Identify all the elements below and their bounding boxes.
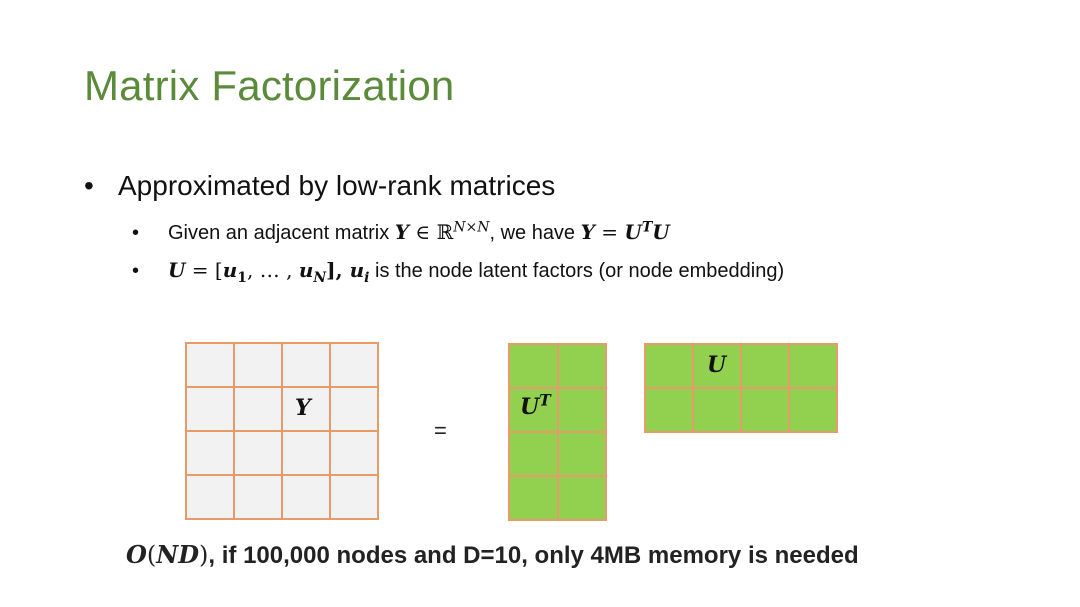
matrix-cell: [283, 388, 331, 432]
bullet-main-text: Approximated by low-rank matrices: [118, 170, 556, 201]
equals-sign: =: [434, 418, 447, 443]
matrix-cell: [742, 345, 790, 389]
sub1-math-y: Y: [394, 220, 410, 244]
matrix-y: [185, 342, 379, 520]
sub-bullet-dot: •: [132, 260, 140, 282]
footer-math-nd: ND: [156, 540, 200, 569]
sub1-math-reals: ℝ: [436, 220, 454, 244]
matrix-cell: [331, 432, 379, 476]
sub2-math-u: U: [168, 258, 186, 282]
matrix-u-label: U: [707, 352, 727, 378]
sub2-math-ui-sub: i: [364, 270, 370, 286]
matrix-cell: [331, 344, 379, 388]
sub1-math-in: ∈: [409, 220, 437, 244]
matrix-cell: [558, 345, 607, 389]
sub1-text1: Given an adjacent matrix: [168, 222, 395, 244]
sub1-math-reals-sup: N×N: [453, 219, 490, 236]
sub-bullet-2: •U = [u1, … , uN], ui is the node latent…: [132, 256, 784, 285]
matrix-cell: [558, 433, 607, 477]
matrix-cell: [283, 476, 331, 520]
sub2-math-ui: u: [349, 258, 365, 282]
matrix-cell: [694, 345, 742, 389]
sub2-math-uN-sub: N: [313, 270, 327, 286]
matrix-ut-label-base: U: [520, 394, 540, 420]
matrix-cell: [187, 432, 235, 476]
sub2-math-mid: , … ,: [247, 258, 299, 282]
matrix-cell: [235, 476, 283, 520]
sub-bullet-dot: •: [132, 222, 140, 244]
bullet-main: • Approximated by low-rank matrices: [84, 170, 555, 202]
footer-math-paren-open: (: [146, 541, 157, 569]
matrix-cell: [790, 389, 838, 433]
matrix-cell: [283, 344, 331, 388]
matrix-cell: [331, 388, 379, 432]
sub-bullet-1: • Given an adjacent matrix Y ∈ ℝN×N, we h…: [132, 218, 670, 247]
bullet-dot: •: [84, 170, 94, 201]
matrix-cell: [331, 476, 379, 520]
matrix-cell: [742, 389, 790, 433]
matrix-cell: [694, 389, 742, 433]
matrix-cell: [510, 477, 559, 521]
matrix-cell: [187, 476, 235, 520]
sub1-eq-u2: U: [652, 220, 670, 244]
matrix-cell: [235, 344, 283, 388]
sub1-text2: , we have: [489, 222, 581, 244]
sub1-eq-lhs: Y: [580, 220, 595, 244]
footer-math-paren-close: ): [199, 541, 209, 569]
sub2-math-uN: u: [298, 258, 314, 282]
sub1-eq-sup: T: [641, 219, 653, 236]
matrix-cell: [510, 433, 559, 477]
matrix-ut: [508, 343, 607, 521]
sub2-math-u1: u: [222, 258, 238, 282]
sub2-math-u1-sub: 1: [237, 270, 248, 286]
matrix-cell: [235, 432, 283, 476]
footer-text: , if 100,000 nodes and D=10, only 4MB me…: [208, 542, 859, 569]
sub2-math-close: ],: [326, 258, 350, 282]
slide-title: Matrix Factorization: [84, 62, 455, 109]
matrix-cell: [558, 389, 607, 433]
matrix-ut-label-sup: T: [539, 391, 551, 410]
matrix-cell: [558, 477, 607, 521]
sub2-text: is the node latent factors (or node embe…: [369, 260, 785, 282]
sub1-eq-sign: =: [594, 220, 625, 244]
matrix-cell: [790, 345, 838, 389]
sub1-eq-u: U: [624, 220, 642, 244]
matrix-cell: [187, 388, 235, 432]
matrix-ut-label: UT: [520, 391, 551, 420]
matrix-cell: [646, 345, 694, 389]
matrix-cell: [235, 388, 283, 432]
matrix-cell: [510, 345, 559, 389]
footer-math-o: O: [126, 540, 147, 569]
matrix-u: [644, 343, 838, 433]
matrix-cell: [187, 344, 235, 388]
matrix-cell: [283, 432, 331, 476]
matrix-cell: [510, 389, 559, 433]
matrix-cell: [646, 389, 694, 433]
footer-note: O(ND), if 100,000 nodes and D=10, only 4…: [126, 540, 859, 570]
sub2-math-eq: = [: [185, 258, 223, 282]
matrix-y-label: Y: [295, 395, 311, 421]
